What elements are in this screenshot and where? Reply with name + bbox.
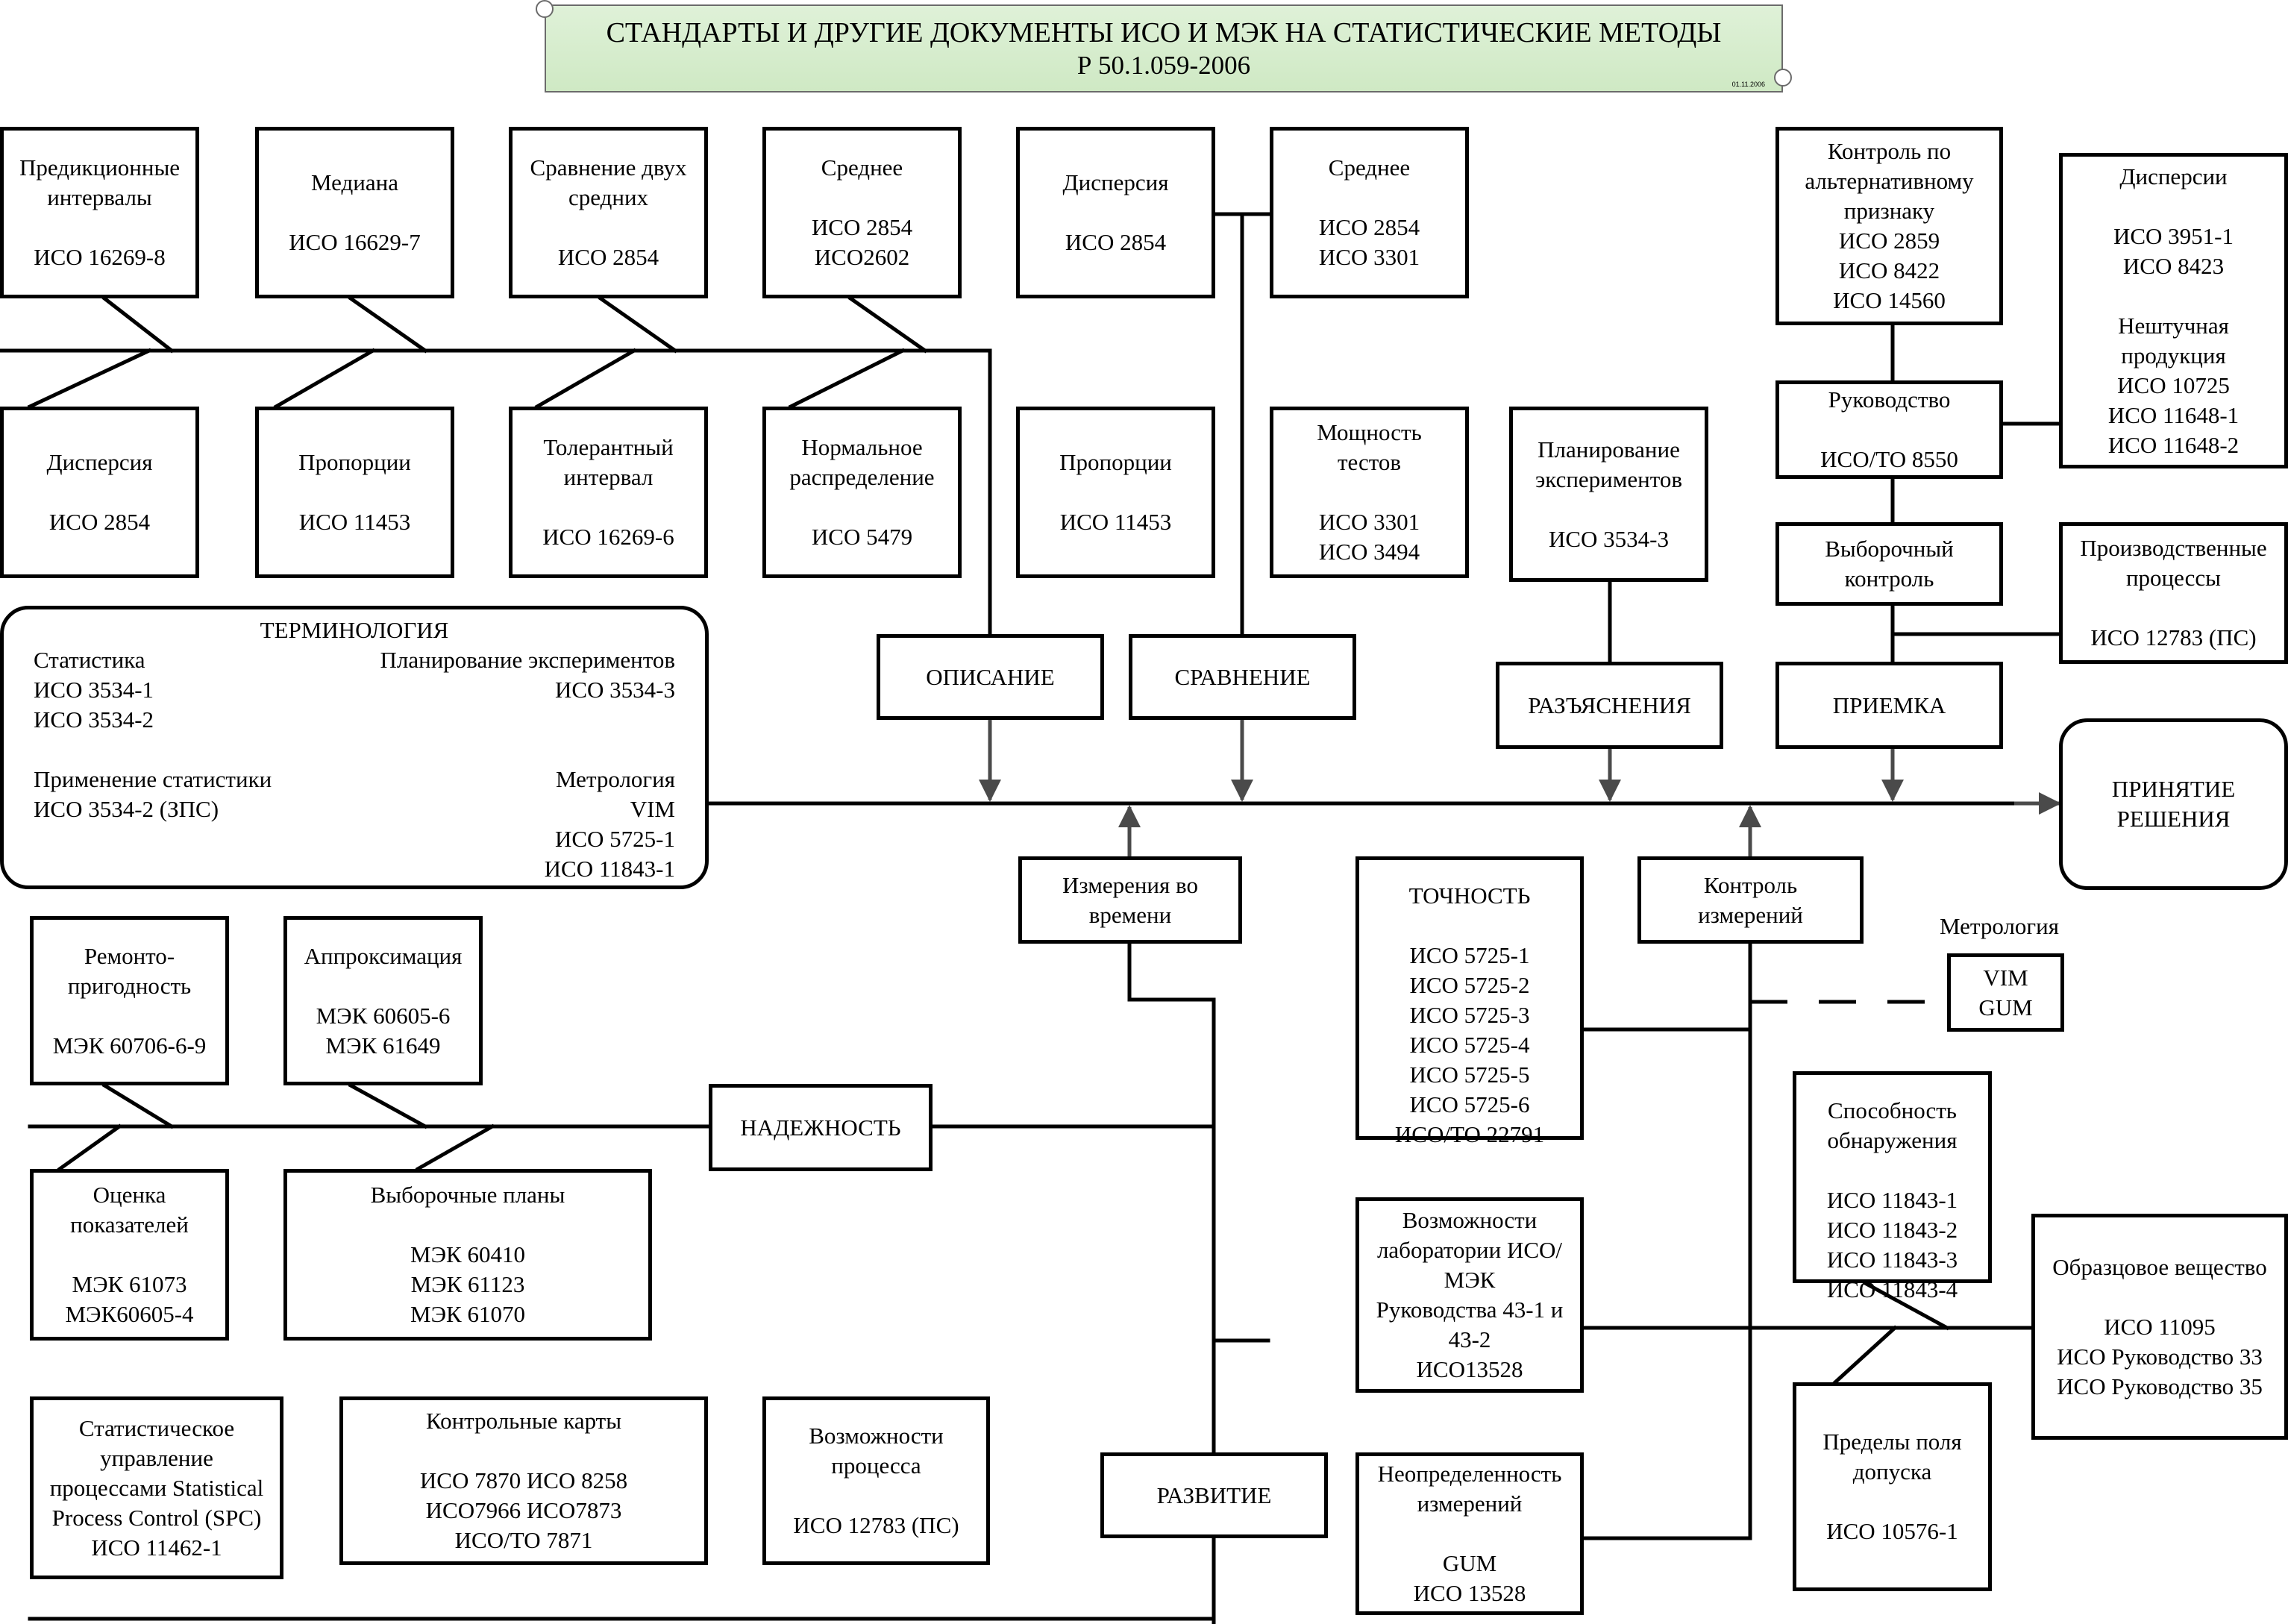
box-text: Контроль измерений <box>1698 871 1803 928</box>
box-text: Контрольные карты ИСО 7870 ИСО 8258 ИСО7… <box>419 1408 628 1553</box>
box-measurement-uncertainty: Неопределенность измерений GUM ИСО 13528 <box>1355 1452 1584 1615</box>
box-time-measurements: Измерения во времени <box>1018 856 1242 944</box>
box-laboratory-capabilities: Возможности лаборатории ИСО/ МЭК Руковод… <box>1355 1197 1584 1393</box>
box-text: Дисперсия ИСО 2854 <box>46 449 153 535</box>
box-test-power: Мощность тестов ИСО 3301 ИСО 3494 <box>1270 407 1469 578</box>
box-sampling-control: Выборочный контроль <box>1775 522 2003 606</box>
box-dispersion-description: Дисперсия ИСО 2854 <box>0 407 199 578</box>
title-stamp: 01.11.2006 <box>1731 81 1765 88</box>
box-text: РАЗЪЯСНЕНИЯ <box>1528 692 1691 718</box>
box-text: Пределы поля допуска ИСО 10576-1 <box>1822 1429 1962 1544</box>
box-text: Оценка показателей МЭК 61073 МЭК60605-4 <box>65 1182 194 1327</box>
box-process-capability: Возможности процесса ИСО 12783 (ПС) <box>762 1396 990 1565</box>
box-text: Измерения во времени <box>1062 871 1198 928</box>
box-text: СРАВНЕНИЕ <box>1174 663 1311 690</box>
box-text: Производственные процессы ИСО 12783 (ПС) <box>2080 535 2267 650</box>
title-corner-handle <box>536 0 554 18</box>
box-text: Среднее ИСО 2854 ИСО 3301 <box>1318 154 1420 270</box>
box-text: Пропорции ИСО 11453 <box>1059 449 1172 535</box>
terminology-heading: ТЕРМИНОЛОГИЯ <box>260 617 449 643</box>
box-text: Возможности процесса ИСО 12783 (ПС) <box>793 1423 959 1538</box>
metrology-label: Метрология <box>1940 913 2059 939</box>
box-text: Ремонто- пригодность МЭК 60706-6-9 <box>52 942 207 1059</box>
box-reference-material: Образцовое вещество ИСО 11095 ИСО Руково… <box>2031 1214 2288 1440</box>
box-text: Дисперсия ИСО 2854 <box>1062 169 1169 255</box>
box-text: Мощность тестов ИСО 3301 ИСО 3494 <box>1317 419 1422 565</box>
box-measurement-control: Контроль измерений <box>1637 856 1864 944</box>
box-tolerance-limits: Пределы поля допуска ИСО 10576-1 <box>1793 1382 1992 1591</box>
box-control-charts: Контрольные карты ИСО 7870 ИСО 8258 ИСО7… <box>339 1396 708 1565</box>
box-detection-capability: Способность обнаружения ИСО 11843-1 ИСО … <box>1793 1071 1992 1302</box>
box-text: Способность обнаружения ИСО 11843-1 ИСО … <box>1826 1097 1958 1302</box>
box-mean-description: Среднее ИСО 2854 ИСО2602 <box>762 127 962 298</box>
box-text: Сравнение двух средних ИСО 2854 <box>530 154 687 270</box>
category-development: РАЗВИТИЕ <box>1100 1452 1328 1538</box>
title-line-1: СТАНДАРТЫ И ДРУГИЕ ДОКУМЕНТЫ ИСО И МЭК Н… <box>606 17 1722 48</box>
box-text: Возможности лаборатории ИСО/ МЭК Руковод… <box>1376 1207 1564 1382</box>
box-tolerance-interval: Толерантный интервал ИСО 16269-6 <box>509 407 708 578</box>
box-text: Аппроксимация МЭК 60605-6 МЭК 61649 <box>304 942 463 1059</box>
decision-making: ПРИНЯТИЕ РЕШЕНИЯ <box>2059 718 2288 890</box>
box-dispersions-bulk-products: Дисперсии ИСО 3951-1 ИСО 8423 Нештучная … <box>2059 153 2288 468</box>
box-text: Выборочный контроль <box>1825 536 1954 592</box>
box-text: Нормальное распределение ИСО 5479 <box>789 434 935 550</box>
box-text: Контроль по альтернативному признаку ИСО… <box>1805 138 1974 313</box>
box-mean-comparison: Среднее ИСО 2854 ИСО 3301 <box>1270 127 1469 298</box>
box-alternative-attribute-control: Контроль по альтернативному признаку ИСО… <box>1775 127 2003 325</box>
category-description: ОПИСАНИЕ <box>877 634 1104 720</box>
terminology-statistics: Статистика ИСО 3534-1 ИСО 3534-2 <box>34 647 154 733</box>
title-corner-handle <box>1774 69 1792 87</box>
title-line-2: Р 50.1.059-2006 <box>1076 51 1251 80</box>
box-median: Медиана ИСО 16629-7 <box>255 127 454 298</box>
box-production-processes: Производственные процессы ИСО 12783 (ПС) <box>2059 522 2288 664</box>
box-proportions-comparison: Пропорции ИСО 11453 <box>1016 407 1215 578</box>
box-text: Пропорции ИСО 11453 <box>298 449 411 535</box>
box-text: VIM GUM <box>1978 964 2033 1021</box>
category-reliability: НАДЕЖНОСТЬ <box>709 1084 933 1171</box>
box-maintainability: Ремонто- пригодность МЭК 60706-6-9 <box>30 916 229 1085</box>
terminology-experiment-planning: Планирование экспериментов ИСО 3534-3 <box>380 647 675 703</box>
box-text: Планирование экспериментов ИСО 3534-3 <box>1535 436 1683 552</box>
category-explanations: РАЗЪЯСНЕНИЯ <box>1496 662 1723 749</box>
box-sampling-plans: Выборочные планы МЭК 60410 МЭК 61123 МЭК… <box>283 1169 652 1341</box>
document-title: СТАНДАРТЫ И ДРУГИЕ ДОКУМЕНТЫ ИСО И МЭК Н… <box>545 4 1783 93</box>
box-vim-gum: VIM GUM <box>1947 953 2064 1032</box>
box-statistical-process-control: Статистическое управление процессами Sta… <box>30 1396 283 1579</box>
box-guidance: Руководство ИСО/ТО 8550 <box>1775 380 2003 479</box>
box-text: ТОЧНОСТЬ ИСО 5725-1 ИСО 5725-2 ИСО 5725-… <box>1394 882 1545 1147</box>
box-text: Толерантный интервал ИСО 16269-6 <box>542 434 674 550</box>
box-text: Среднее ИСО 2854 ИСО2602 <box>811 154 913 270</box>
terminology-panel: ТЕРМИНОЛОГИЯ Статистика ИСО 3534-1 ИСО 3… <box>0 606 709 889</box>
box-text: Статистическое управление процессами Sta… <box>49 1414 264 1561</box>
category-acceptance: ПРИЕМКА <box>1775 662 2003 749</box>
category-comparison: СРАВНЕНИЕ <box>1129 634 1356 720</box>
box-text: ОПИСАНИЕ <box>926 663 1055 690</box>
box-text: Медиана ИСО 16629-7 <box>289 169 421 255</box>
box-text: Руководство ИСО/ТО 8550 <box>1820 386 1958 472</box>
box-indicator-estimation: Оценка показателей МЭК 61073 МЭК60605-4 <box>30 1169 229 1341</box>
box-text: Предикционные интервалы ИСО 16269-8 <box>19 154 181 270</box>
box-text: Дисперсии ИСО 3951-1 ИСО 8423 Нештучная … <box>2107 163 2240 458</box>
box-dispersion-comparison: Дисперсия ИСО 2854 <box>1016 127 1215 298</box>
box-normal-distribution: Нормальное распределение ИСО 5479 <box>762 407 962 578</box>
box-predictive-intervals: Предикционные интервалы ИСО 16269-8 <box>0 127 199 298</box>
box-accuracy: ТОЧНОСТЬ ИСО 5725-1 ИСО 5725-2 ИСО 5725-… <box>1355 856 1584 1147</box>
terminology-applied-statistics: Применение статистики ИСО 3534-2 (ЗПС) <box>34 766 272 822</box>
box-text: ПРИЕМКА <box>1832 692 1946 718</box>
box-text: НАДЕЖНОСТЬ <box>740 1114 901 1141</box>
box-text: Неопределенность измерений GUM ИСО 13528 <box>1377 1461 1562 1606</box>
box-text: Образцовое вещество ИСО 11095 ИСО Руково… <box>2052 1253 2267 1399</box>
box-proportions-description: Пропорции ИСО 11453 <box>255 407 454 578</box>
box-text: Выборочные планы МЭК 60410 МЭК 61123 МЭК… <box>370 1182 565 1327</box>
terminology-metrology: Метрология VIM ИСО 5725-1 ИСО 11843-1 <box>544 766 675 882</box>
box-experiment-planning: Планирование экспериментов ИСО 3534-3 <box>1509 407 1708 582</box>
box-text: РАЗВИТИЕ <box>1156 1482 1272 1508</box>
box-compare-two-means: Сравнение двух средних ИСО 2854 <box>509 127 708 298</box>
box-text: ПРИНЯТИЕ РЕШЕНИЯ <box>2111 776 2236 832</box>
box-approximation: Аппроксимация МЭК 60605-6 МЭК 61649 <box>283 916 483 1085</box>
